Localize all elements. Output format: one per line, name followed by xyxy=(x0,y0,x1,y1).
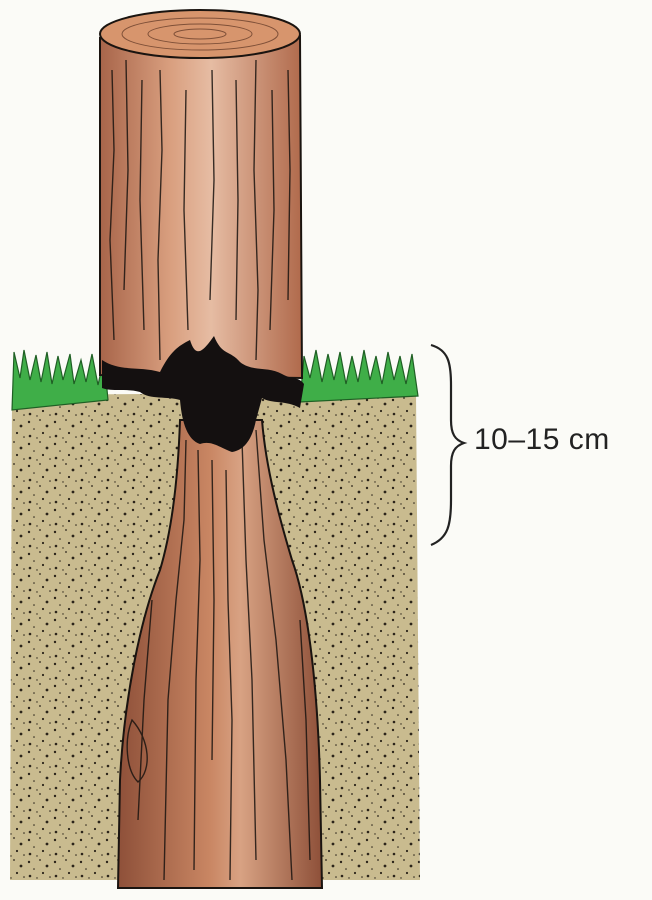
depth-brace xyxy=(431,345,464,545)
post-top-section xyxy=(100,10,302,378)
grass-left xyxy=(12,350,108,410)
depth-label: 10–15 cm xyxy=(474,423,610,457)
grass-right xyxy=(300,350,418,402)
